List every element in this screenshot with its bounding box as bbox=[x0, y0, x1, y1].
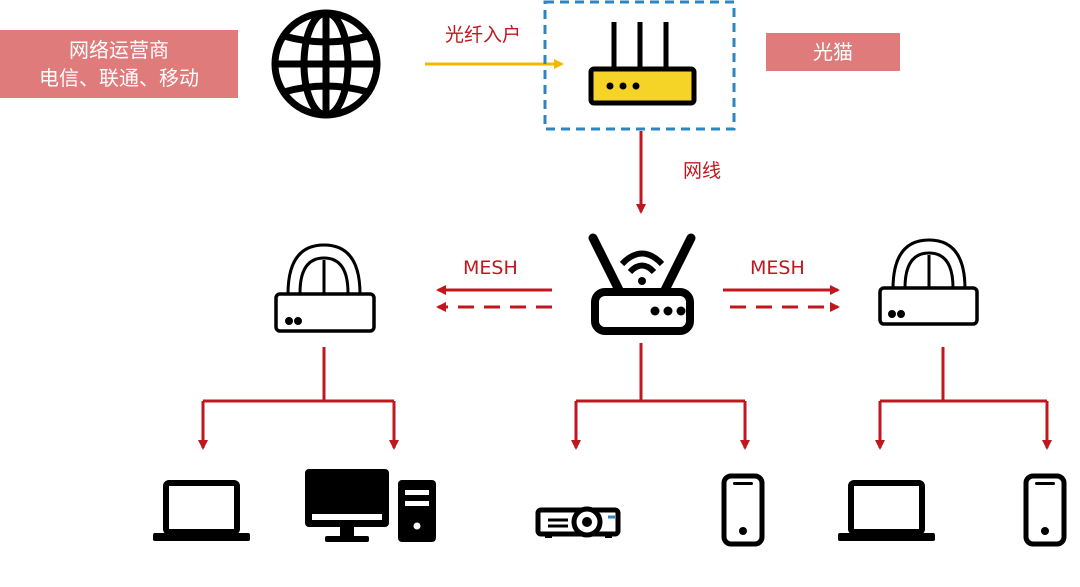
modem-icon bbox=[588, 22, 697, 106]
fiber-label: 光纤入户 bbox=[445, 24, 522, 46]
globe-icon bbox=[271, 9, 381, 119]
modem-label: 光猫 bbox=[813, 40, 853, 64]
smartphone-icon bbox=[721, 473, 765, 547]
main-router-icon bbox=[588, 233, 696, 335]
router-connectors bbox=[571, 343, 750, 450]
mesh-node-icon bbox=[274, 243, 376, 333]
laptop-icon bbox=[153, 480, 250, 541]
mesh-left-label: MESH bbox=[463, 257, 518, 279]
modem-dashed-frame bbox=[543, 0, 736, 131]
projector-icon bbox=[535, 506, 621, 538]
right-node-connectors bbox=[875, 347, 1052, 450]
ethernet-label: 网线 bbox=[683, 160, 722, 182]
desktop-pc-icon bbox=[305, 469, 436, 542]
isp-label-line2: 电信、联通、移动 bbox=[39, 66, 199, 90]
mesh-node-icon bbox=[878, 238, 979, 326]
left-node-connectors bbox=[198, 347, 399, 450]
modem-label-box: 光猫 bbox=[766, 33, 900, 71]
isp-label-line1: 网络运营商 bbox=[69, 38, 169, 62]
smartphone-icon bbox=[1023, 473, 1067, 547]
laptop-icon bbox=[838, 480, 935, 541]
mesh-right-label: MESH bbox=[750, 257, 805, 279]
isp-label-box: 网络运营商 电信、联通、移动 bbox=[0, 30, 238, 98]
